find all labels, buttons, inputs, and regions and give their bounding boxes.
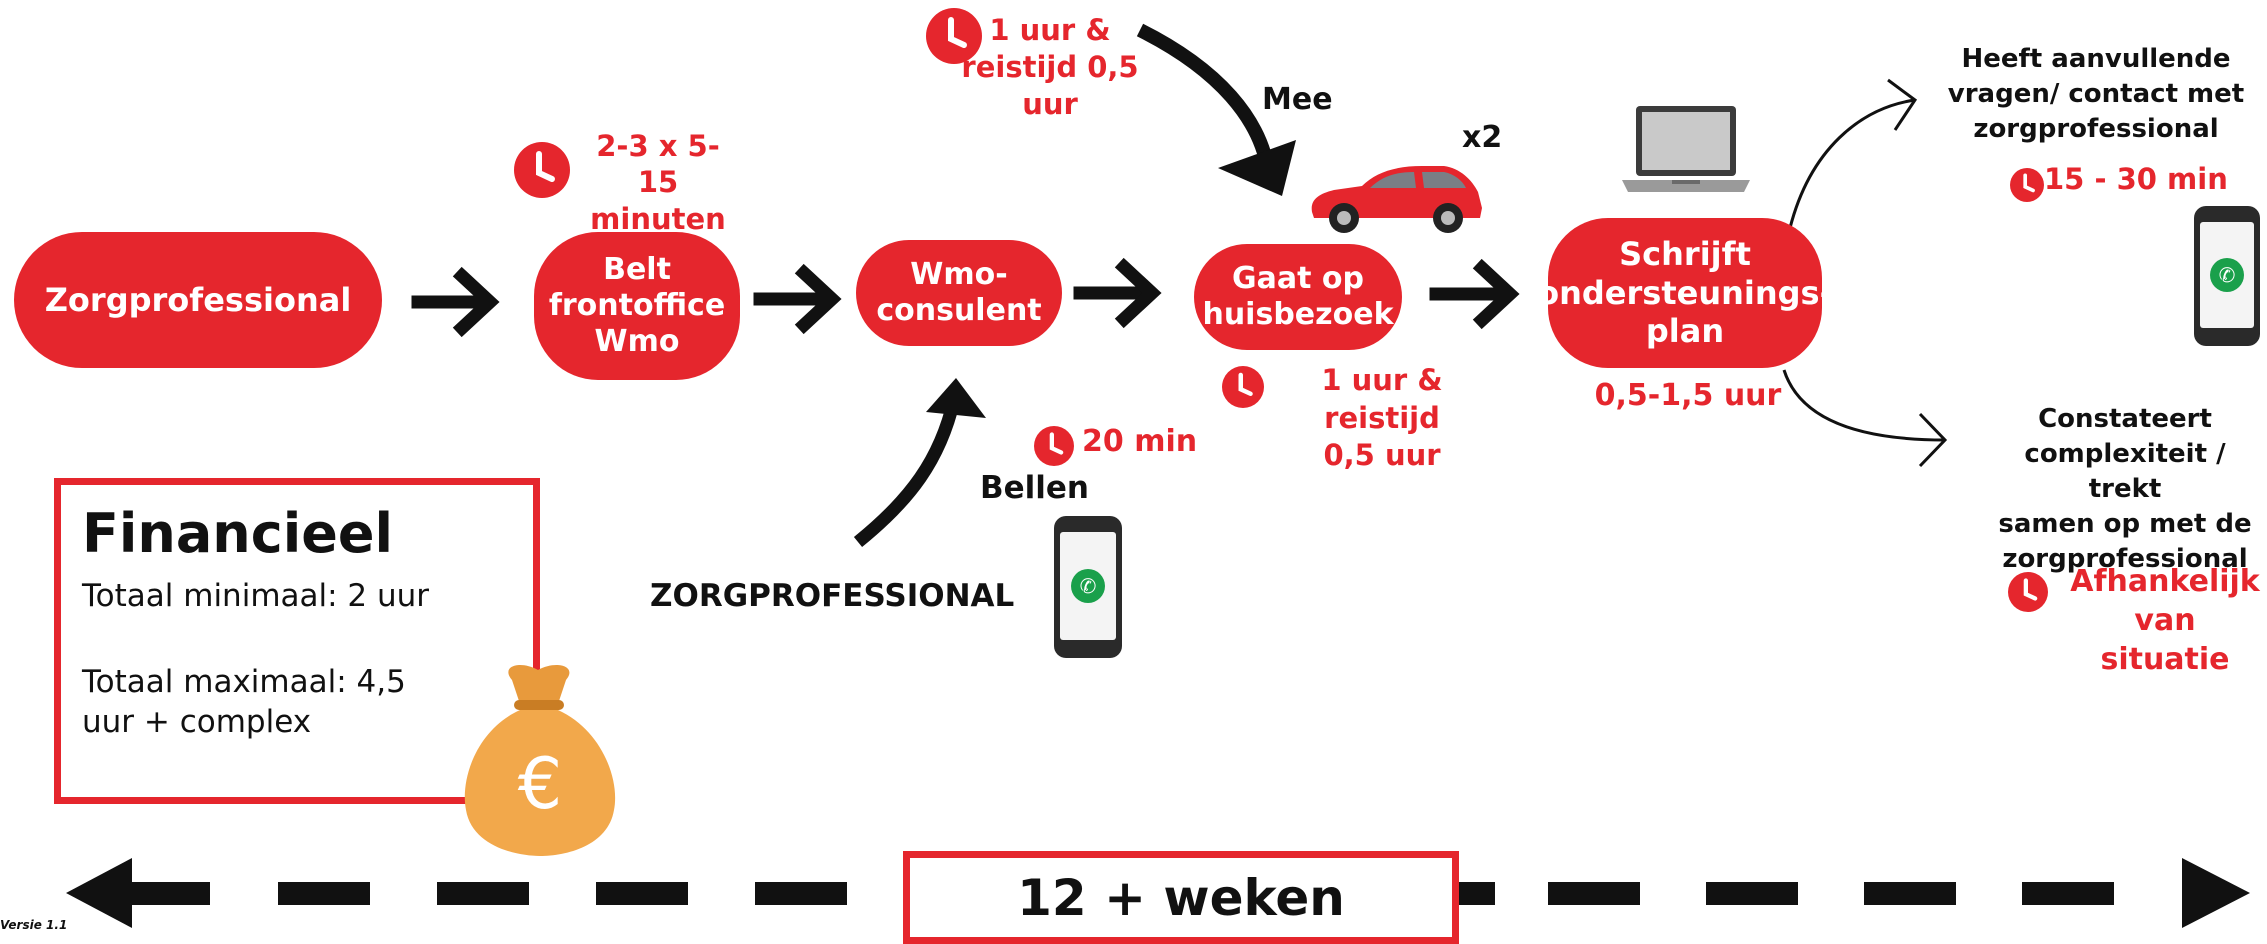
euro-sign: € bbox=[518, 743, 563, 825]
arrow-icon bbox=[411, 266, 500, 338]
clock-icon bbox=[514, 142, 570, 198]
branch-line: Heeft aanvullende bbox=[1961, 44, 2231, 74]
branch-complex-text: Constateert complexiteit / trekt samen o… bbox=[1990, 402, 2260, 577]
node-label: huisbezoek bbox=[1202, 297, 1394, 332]
node-label: plan bbox=[1645, 312, 1725, 351]
node-huisbezoek: Gaat op huisbezoek bbox=[1194, 244, 1402, 350]
arrow-icon bbox=[1788, 78, 1918, 229]
branch-line: Constateert bbox=[2038, 404, 2212, 434]
clock-icon bbox=[1222, 366, 1264, 408]
clock-icon bbox=[2010, 168, 2044, 202]
arrow-icon bbox=[853, 378, 986, 548]
time-text: 0,5 uur bbox=[1323, 438, 1441, 473]
label-bellen: Bellen bbox=[980, 470, 1089, 506]
node-label: Zorgprofessional bbox=[44, 280, 352, 319]
node-label: Wmo- bbox=[910, 257, 1008, 292]
arrow-icon bbox=[753, 263, 842, 335]
arrow-icon bbox=[1136, 23, 1296, 196]
laptop-icon bbox=[1622, 106, 1750, 192]
phone-icon: ✆ bbox=[2194, 206, 2260, 346]
timeline-label: 12 + weken bbox=[903, 851, 1459, 944]
node-label: Gaat op bbox=[1232, 261, 1364, 296]
branch-line: samen op met de bbox=[1998, 509, 2252, 540]
financieel-max: Totaal maximaal: 4,5 uur + complex bbox=[82, 662, 406, 743]
label-zorgprofessional-caps: ZORGPROFESSIONAL bbox=[650, 578, 1015, 614]
arrow-icon bbox=[1073, 257, 1162, 329]
arrow-icon bbox=[1429, 258, 1520, 330]
time-mee: 1 uur & reistijd 0,5 uur bbox=[960, 12, 1140, 123]
time-huisbezoek: 1 uur & reistijd 0,5 uur bbox=[1262, 362, 1502, 475]
node-wmo-consulent: Wmo- consulent bbox=[856, 240, 1062, 346]
phone-icon: ✆ bbox=[1054, 516, 1122, 658]
financieel-box bbox=[54, 478, 540, 804]
time-text: uur bbox=[1022, 87, 1078, 122]
time-belt: 2-3 x 5-15 minuten bbox=[578, 128, 738, 237]
node-label: frontoffice bbox=[548, 288, 726, 323]
node-label: consulent bbox=[876, 293, 1042, 328]
node-zorgprofessional: Zorgprofessional bbox=[14, 232, 382, 368]
node-label: ondersteunings- bbox=[1537, 273, 1833, 312]
node-belt-frontoffice: Belt frontoffice Wmo bbox=[534, 232, 740, 380]
node-label: Schrijft bbox=[1619, 235, 1751, 274]
money-bag-icon: € bbox=[464, 665, 616, 856]
clock-icon bbox=[926, 8, 982, 64]
time-text: Afhankelijk bbox=[2070, 564, 2260, 599]
branch-line: vragen/ contact met bbox=[1947, 79, 2245, 110]
financieel-min: Totaal minimaal: 2 uur bbox=[82, 578, 430, 614]
label-x2: x2 bbox=[1462, 120, 1503, 155]
time-contact: 15 - 30 min bbox=[2044, 162, 2228, 196]
timeline-arrow bbox=[66, 858, 2250, 928]
time-text: 1 uur & bbox=[989, 13, 1111, 47]
branch-line: zorgprofessional bbox=[1973, 114, 2219, 145]
clock-icon bbox=[1034, 426, 1074, 466]
label-mee: Mee bbox=[1262, 82, 1333, 117]
time-text: reistijd 0,5 bbox=[961, 50, 1139, 85]
branch-contact-text: Heeft aanvullende vragen/ contact met zo… bbox=[1946, 42, 2246, 147]
node-ondersteuningsplan: Schrijft ondersteunings- plan bbox=[1537, 218, 1833, 368]
time-plan: 0,5-1,5 uur bbox=[1594, 378, 1782, 413]
time-text: 2-3 x 5-15 bbox=[596, 129, 720, 200]
branch-line: complexiteit / trekt bbox=[2024, 439, 2226, 505]
time-complex: Afhankelijk van situatie bbox=[2070, 562, 2260, 679]
clock-icon bbox=[2008, 572, 2048, 612]
node-label: Belt bbox=[603, 252, 671, 287]
financieel-max-line: uur + complex bbox=[82, 704, 312, 741]
financieel-max-line: Totaal maximaal: 4,5 bbox=[82, 664, 406, 700]
branch-line: zorgprofessional bbox=[2002, 544, 2248, 575]
financieel-title: Financieel bbox=[82, 502, 394, 565]
time-bellen: 20 min bbox=[1082, 424, 1198, 459]
node-label: Wmo bbox=[594, 324, 680, 359]
version-label: Versie 1.1 bbox=[0, 918, 68, 932]
arrow-icon bbox=[1782, 369, 1948, 468]
time-text: minuten bbox=[590, 201, 726, 236]
time-text: van situatie bbox=[2100, 603, 2230, 677]
time-text: 1 uur & reistijd bbox=[1321, 363, 1443, 435]
car-icon bbox=[1311, 166, 1482, 233]
timeline-text: 12 + weken bbox=[1017, 868, 1345, 927]
